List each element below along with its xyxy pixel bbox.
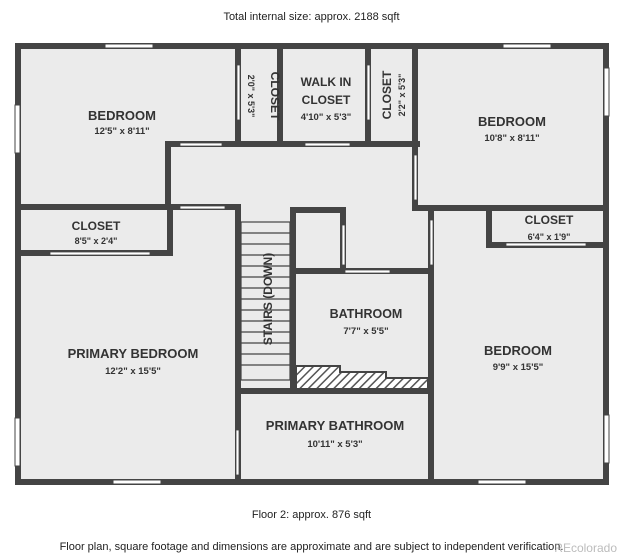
closet-e-name: CLOSET <box>525 213 574 227</box>
disclaimer-caption: Floor plan, square footage and dimension… <box>59 541 564 553</box>
total-size-caption: Total internal size: approx. 2188 sqft <box>223 11 400 23</box>
bedroom-ne-name: BEDROOM <box>478 114 546 129</box>
closet-tall-1-dims: 2'0" x 5'3" <box>246 75 256 118</box>
floor-area <box>18 46 606 482</box>
watermark: REcolorado <box>554 541 617 555</box>
closet-tall-2-name: CLOSET <box>380 70 394 119</box>
bedroom-nw-dims: 12'5" x 8'11" <box>94 126 149 137</box>
primary-bathroom-name: PRIMARY BATHROOM <box>266 418 404 433</box>
bedroom-se-name: BEDROOM <box>484 343 552 358</box>
closet-tall-2-dims: 2'2" x 5'3" <box>397 74 407 117</box>
floor-plan: BEDROOM 12'5" x 8'11" CLOSET 2'0" x 5'3"… <box>14 43 610 485</box>
walk-in-closet-dims: 4'10" x 5'3" <box>301 112 352 123</box>
closet-tall-1-name: CLOSET <box>268 72 282 121</box>
windows <box>14 43 610 485</box>
bedroom-se-dims: 9'9" x 15'5" <box>493 362 544 373</box>
walk-in-closet-name-1: WALK IN <box>301 75 352 89</box>
bathroom-dims: 7'7" x 5'5" <box>343 326 388 337</box>
closet-w-name: CLOSET <box>72 219 121 233</box>
walk-in-closet-name-2: CLOSET <box>302 93 351 107</box>
door-openings <box>49 64 587 476</box>
primary-bedroom-dims: 12'2" x 15'5" <box>105 366 161 377</box>
primary-bedroom-name: PRIMARY BEDROOM <box>68 346 199 361</box>
closet-w-dims: 8'5" x 2'4" <box>75 236 118 246</box>
stairs-label: STAIRS (DOWN) <box>261 253 275 345</box>
hatched-slab <box>295 365 429 390</box>
room-labels: BEDROOM 12'5" x 8'11" CLOSET 2'0" x 5'3"… <box>68 70 574 450</box>
bedroom-nw-name: BEDROOM <box>88 108 156 123</box>
bedroom-ne-dims: 10'8" x 8'11" <box>484 133 539 144</box>
floor-caption: Floor 2: approx. 876 sqft <box>251 509 372 521</box>
staircase <box>240 221 291 381</box>
closet-e-dims: 6'4" x 1'9" <box>528 232 571 242</box>
primary-bathroom-dims: 10'11" x 5'3" <box>307 439 362 450</box>
bathroom-name: BATHROOM <box>330 307 403 321</box>
